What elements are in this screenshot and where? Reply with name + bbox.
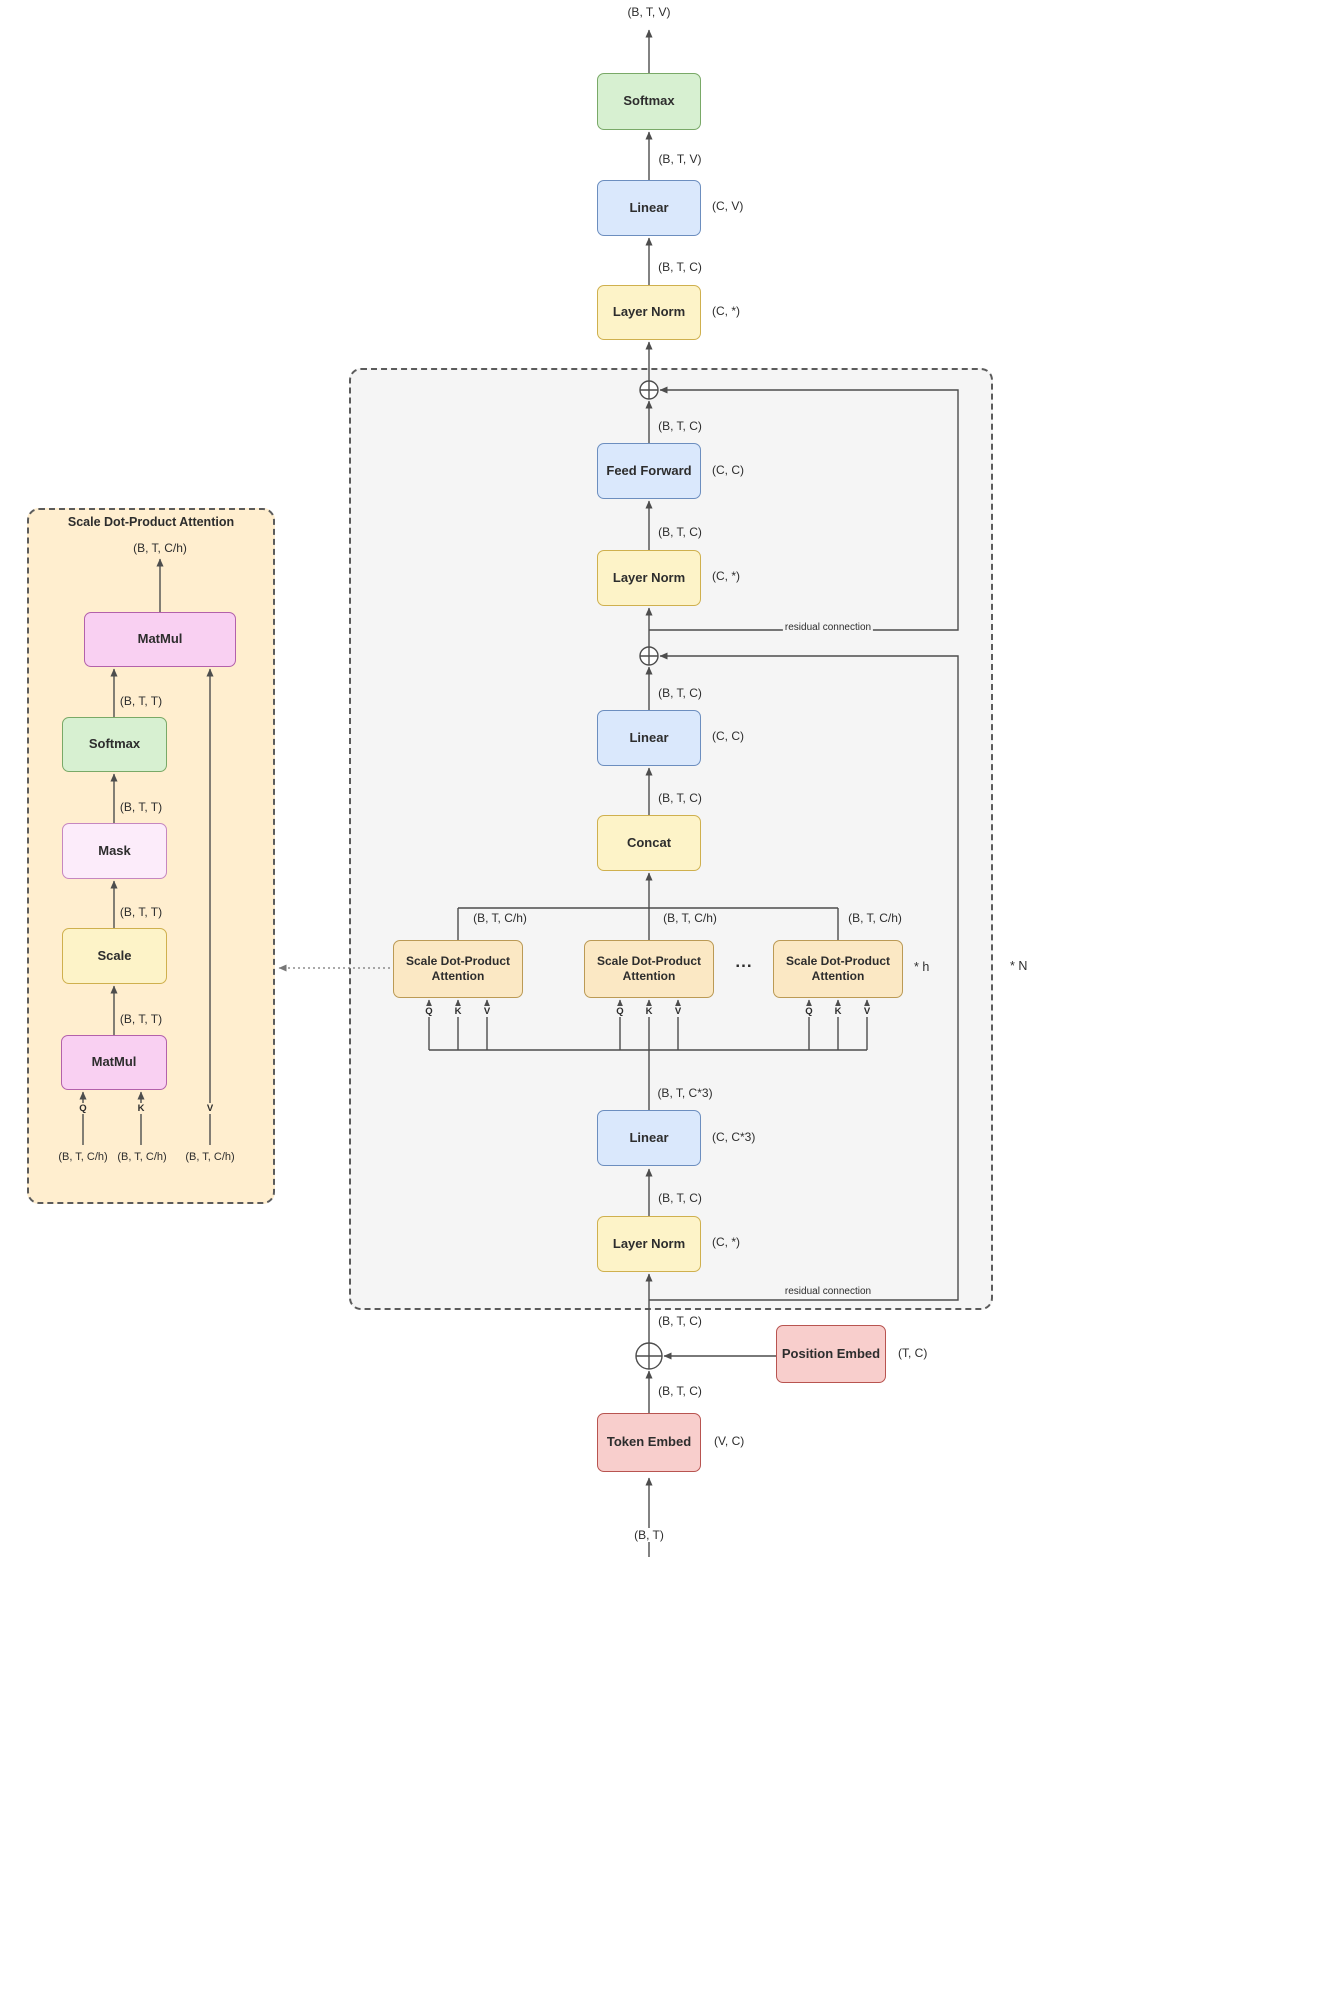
residual-connection-label-upper: residual connection bbox=[782, 622, 874, 633]
detail-output-shape-label: (B, T, C/h) bbox=[133, 541, 187, 555]
position-embed-box: Position Embed bbox=[776, 1325, 886, 1383]
head-linear-weight-shape-label: (C, V) bbox=[712, 199, 744, 213]
detail-mask-output-shape-label: (B, T, T) bbox=[119, 800, 163, 814]
residual-connection-label-lower: residual connection bbox=[782, 1286, 874, 1297]
final-output-shape-label: (B, T, V) bbox=[624, 5, 674, 19]
head-2-k-label: K bbox=[643, 1006, 655, 1017]
detail-matmul-2-box: MatMul bbox=[84, 612, 236, 667]
layer-norm-1-box: Layer Norm bbox=[597, 1216, 701, 1272]
add-node-feed-forward bbox=[639, 380, 659, 400]
detail-scale-output-shape-label: (B, T, T) bbox=[119, 905, 163, 919]
input-shape-label: (B, T) bbox=[631, 1528, 667, 1542]
add-node-embedding bbox=[635, 1342, 663, 1370]
qkv-output-shape-label: (B, T, C*3) bbox=[657, 1086, 713, 1100]
detail-matmul-1-output-shape-label: (B, T, T) bbox=[119, 1012, 163, 1026]
layer-norm-2-box: Layer Norm bbox=[597, 550, 701, 606]
feed-forward-box: Feed Forward bbox=[597, 443, 701, 499]
layer-norm-output-shape-label: (B, T, C) bbox=[658, 260, 702, 274]
layer-norm-1-output-shape-label: (B, T, C) bbox=[658, 1191, 702, 1205]
head-n-output-shape-label: (B, T, C/h) bbox=[848, 911, 902, 925]
token-output-shape-label: (B, T, C) bbox=[658, 1384, 702, 1398]
head-linear-box: Linear bbox=[597, 180, 701, 236]
head-2-output-shape-label: (B, T, C/h) bbox=[663, 911, 717, 925]
final-layer-norm-weight-shape-label: (C, *) bbox=[712, 304, 740, 318]
detail-softmax-box: Softmax bbox=[62, 717, 167, 772]
attention-head-1-box: Scale Dot-Product Attention bbox=[393, 940, 523, 998]
token-embed-box: Token Embed bbox=[597, 1413, 701, 1472]
detail-q-input-shape-label: (B, T, C/h) bbox=[58, 1151, 108, 1163]
layer-norm-2-output-shape-label: (B, T, C) bbox=[658, 525, 702, 539]
head-n-v-label: V bbox=[861, 1006, 873, 1017]
detail-softmax-output-shape-label: (B, T, T) bbox=[119, 694, 163, 708]
softmax-box: Softmax bbox=[597, 73, 701, 130]
concat-output-shape-label: (B, T, C) bbox=[658, 791, 702, 805]
layer-norm-1-weight-shape-label: (C, *) bbox=[712, 1235, 740, 1249]
head-n-q-label: Q bbox=[803, 1006, 815, 1017]
attention-detail-title: Scale Dot-Product Attention bbox=[67, 515, 235, 529]
heads-repeat-label: * h bbox=[914, 960, 930, 974]
head-n-k-label: K bbox=[832, 1006, 844, 1017]
add-node-attention bbox=[639, 646, 659, 666]
detail-k-input-shape-label: (B, T, C/h) bbox=[117, 1151, 167, 1163]
head-2-q-label: Q bbox=[614, 1006, 626, 1017]
embedding-sum-shape-label: (B, T, C) bbox=[658, 1314, 702, 1328]
feed-forward-output-shape-label: (B, T, C) bbox=[658, 419, 702, 433]
concat-box: Concat bbox=[597, 815, 701, 871]
head-1-output-shape-label: (B, T, C/h) bbox=[473, 911, 527, 925]
qkv-linear-weight-shape-label: (C, C*3) bbox=[712, 1130, 756, 1144]
block-repeat-label: * N bbox=[1010, 959, 1028, 973]
detail-matmul-1-box: MatMul bbox=[61, 1035, 167, 1090]
heads-ellipsis: ... bbox=[735, 952, 753, 971]
detail-k-label: K bbox=[135, 1103, 147, 1114]
head-2-v-label: V bbox=[672, 1006, 684, 1017]
attention-detail-arrows bbox=[79, 558, 214, 1145]
linear-output-shape-label: (B, T, V) bbox=[658, 152, 702, 166]
projection-linear-box: Linear bbox=[597, 710, 701, 766]
head-1-q-label: Q bbox=[423, 1006, 435, 1017]
detail-q-label: Q bbox=[77, 1103, 89, 1114]
position-embed-weight-shape-label: (T, C) bbox=[898, 1346, 928, 1360]
projection-weight-shape-label: (C, C) bbox=[712, 729, 744, 743]
head-1-v-label: V bbox=[481, 1006, 493, 1017]
detail-v-label: V bbox=[204, 1103, 216, 1114]
attention-head-2-box: Scale Dot-Product Attention bbox=[584, 940, 714, 998]
detail-v-input-shape-label: (B, T, C/h) bbox=[185, 1151, 235, 1163]
projection-output-shape-label: (B, T, C) bbox=[658, 686, 702, 700]
final-layer-norm-box: Layer Norm bbox=[597, 285, 701, 340]
detail-mask-box: Mask bbox=[62, 823, 167, 879]
head-1-k-label: K bbox=[452, 1006, 464, 1017]
feed-forward-weight-shape-label: (C, C) bbox=[712, 463, 744, 477]
qkv-linear-box: Linear bbox=[597, 1110, 701, 1166]
attention-head-n-box: Scale Dot-Product Attention bbox=[773, 940, 903, 998]
token-embed-weight-shape-label: (V, C) bbox=[714, 1434, 745, 1448]
detail-scale-box: Scale bbox=[62, 928, 167, 984]
layer-norm-2-weight-shape-label: (C, *) bbox=[712, 569, 740, 583]
